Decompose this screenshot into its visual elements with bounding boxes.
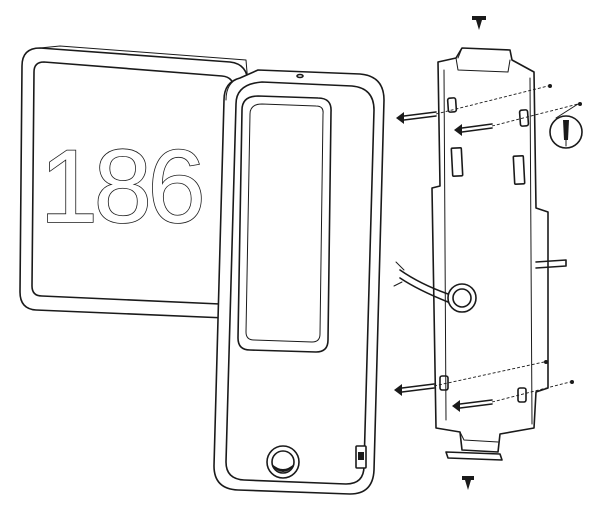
mounting-bracket — [431, 47, 549, 461]
house-number-digits: 186 — [40, 129, 202, 245]
screw-icon — [472, 16, 486, 30]
lamp-body — [213, 69, 385, 495]
screw-icon — [454, 123, 493, 136]
screw-icon — [462, 476, 474, 490]
screw-icon — [452, 399, 493, 412]
screwdriver-icon — [549, 103, 583, 149]
house-number-panel: 186 — [19, 45, 249, 319]
motion-sensor-icon — [266, 445, 300, 479]
screws — [394, 16, 582, 490]
screw-icon — [396, 111, 437, 124]
screw-icon — [394, 383, 435, 396]
power-cable — [393, 259, 567, 303]
